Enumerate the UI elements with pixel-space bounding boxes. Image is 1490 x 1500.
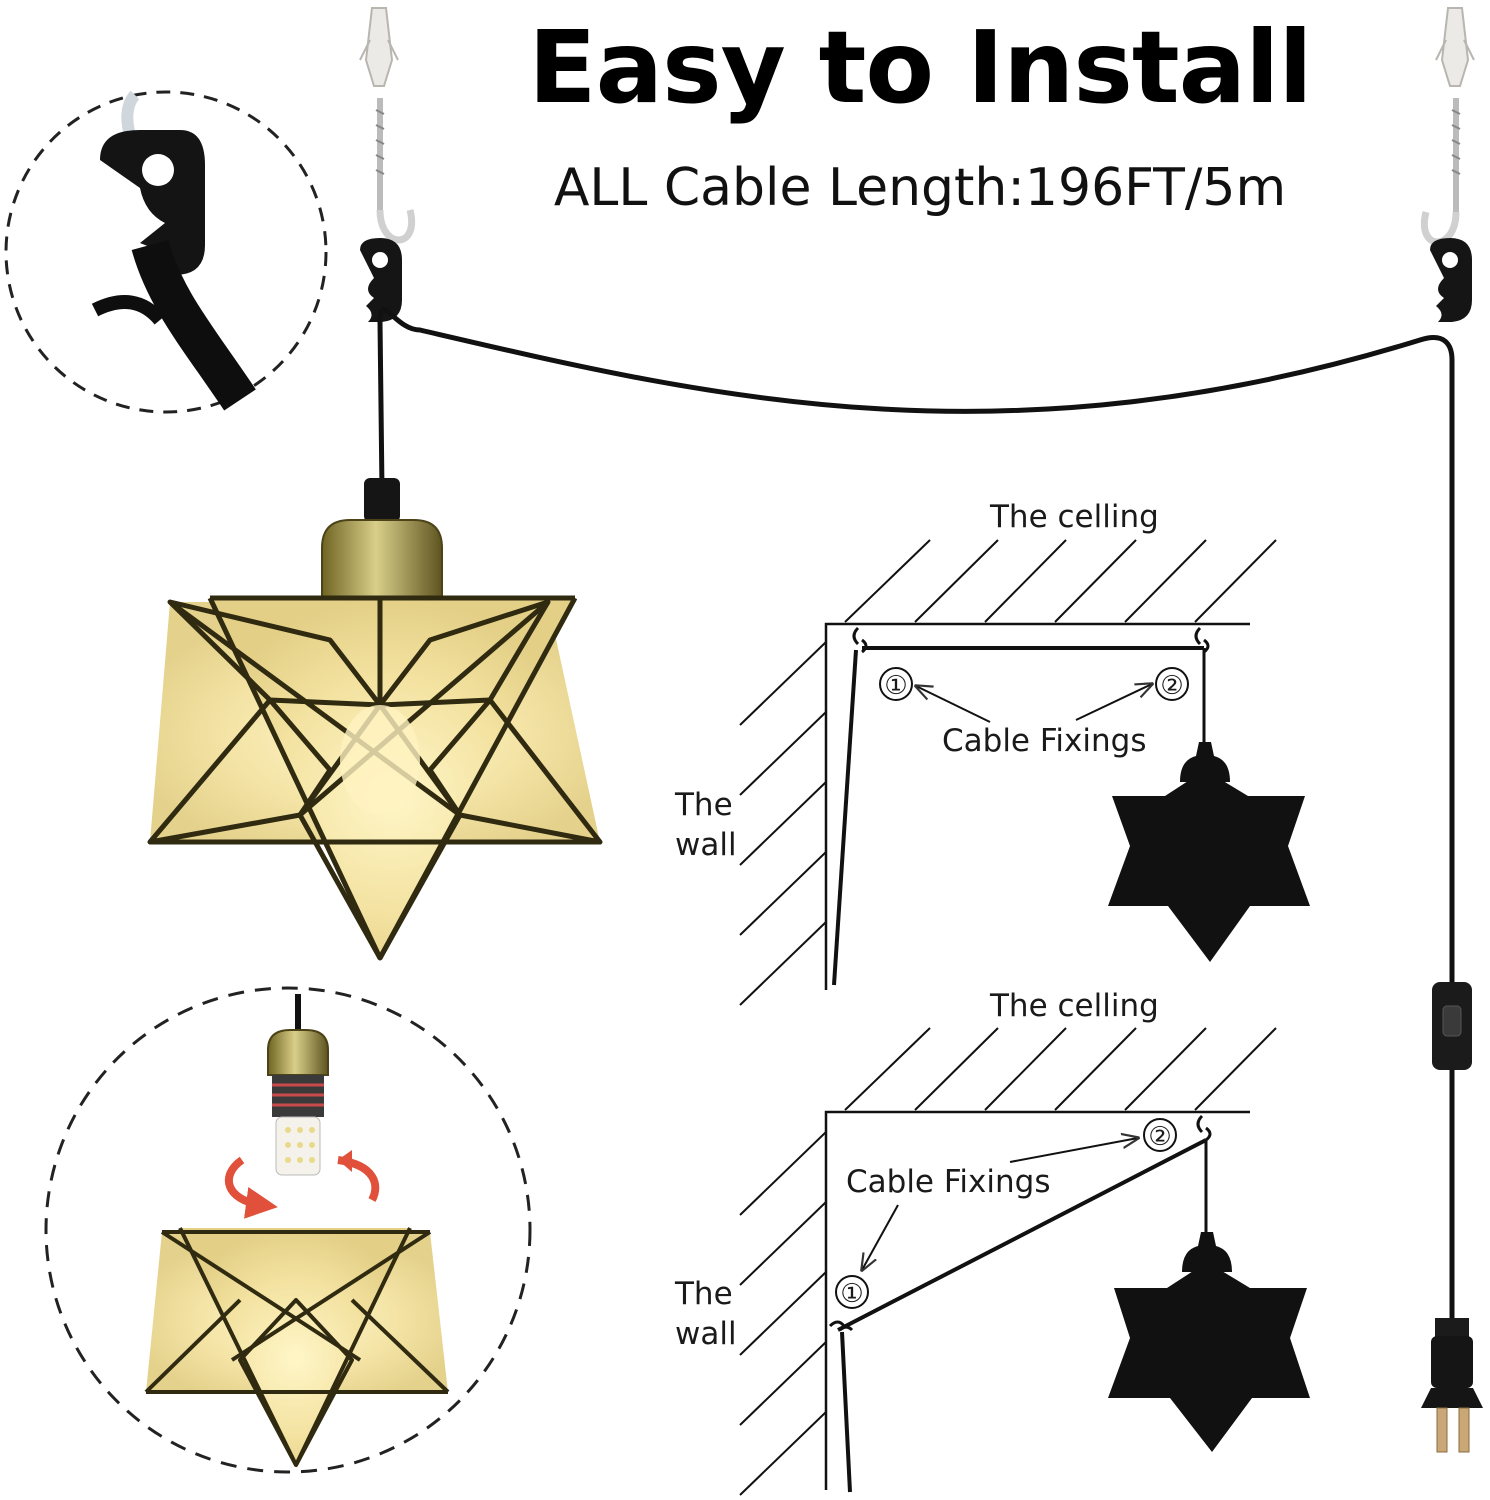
schematic-top [739,539,1277,1006]
cable-fixings-label-bottom: Cable Fixings [846,1164,1051,1200]
marker-1-bottom: ① [840,1279,863,1309]
subtitle: ALL Cable Length:196FT/5m [553,158,1287,218]
left-screw-hook-icon [375,98,416,244]
wall-hatching-bottom [739,1131,827,1496]
ceiling-label-bottom: The celling [990,988,1159,1024]
schematic-bottom [739,1027,1277,1496]
title: Easy to Install [528,9,1312,126]
right-cable-clip-icon [1430,238,1472,322]
wall-label-top-line2: wall [675,827,737,863]
left-cable-clip-icon [360,238,402,322]
left-wall-anchor-icon [359,7,399,87]
marker-1-top: ① [884,671,907,701]
marker-2-bottom: ② [1148,1122,1171,1152]
wall-hatching-top [739,641,827,1006]
power-cable [377,307,1455,1320]
ceiling-label-top: The celling [990,499,1159,535]
inline-switch-icon [1432,982,1472,1070]
right-screw-hook-icon [1420,98,1461,246]
wall-label-bottom-line1: The [675,1276,733,1312]
bulb-install-circle [44,986,532,1474]
wall-label-bottom-line2: wall [675,1316,737,1352]
cable-fixings-label-top: Cable Fixings [942,723,1147,759]
ceiling-hatching-bottom [844,1027,1277,1111]
clip-closeup-circle [4,90,328,414]
star-silhouette-bottom [1108,1232,1310,1452]
ceiling-hatching-top [844,539,1277,623]
marker-2-top: ② [1160,671,1183,701]
star-pendant-lamp [147,478,603,961]
star-silhouette-top [1108,742,1310,962]
wall-label-top-line1: The [675,787,733,823]
right-wall-anchor-icon [1435,7,1475,87]
plug-icon [1421,1318,1483,1453]
